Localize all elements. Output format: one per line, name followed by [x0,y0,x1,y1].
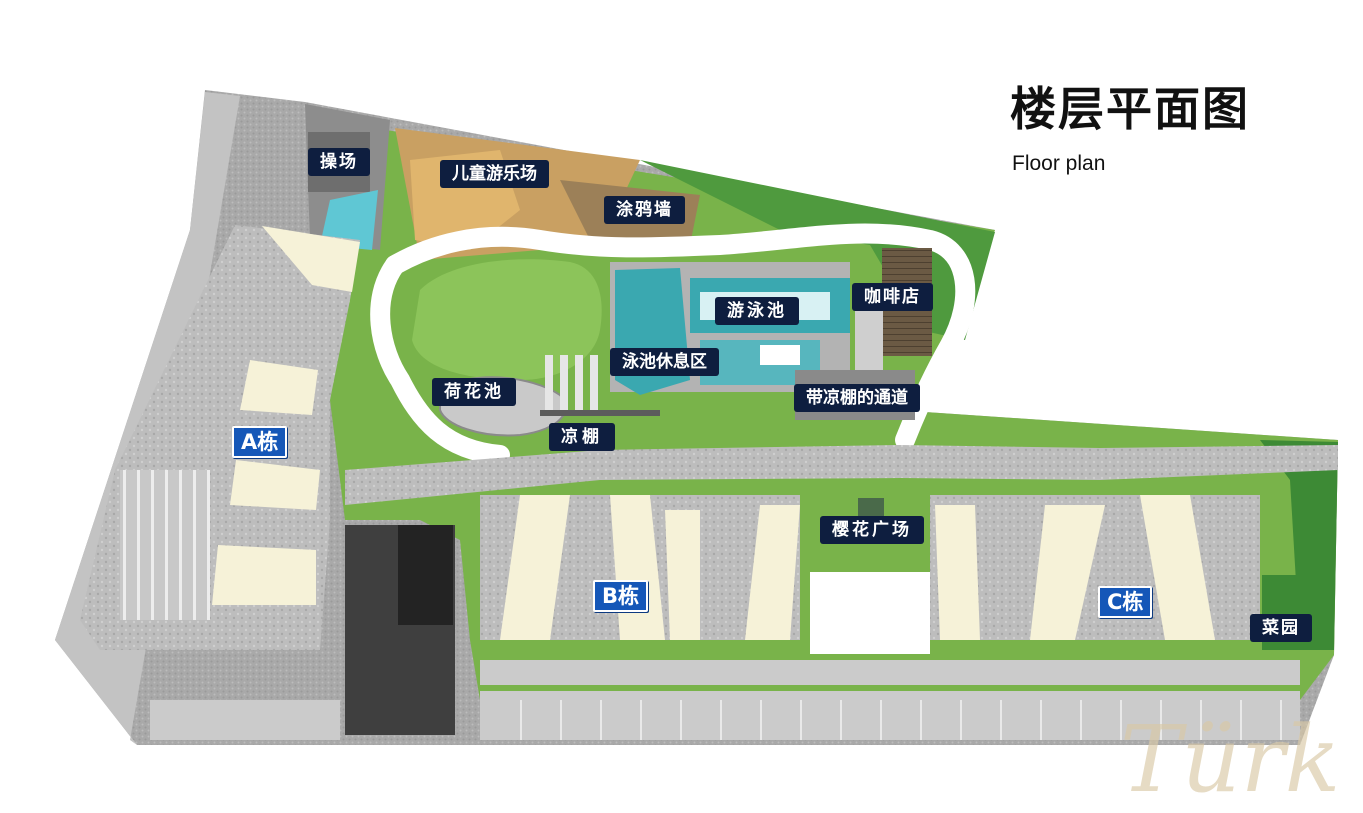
building-a-cream-3 [230,460,320,510]
building-a-cream-2 [240,360,318,415]
winding-path-west [370,255,510,465]
label-lotus-pond: 荷花池 [432,378,516,406]
label-pavilion: 凉棚 [549,423,615,451]
watermark-logo: Türk [1120,706,1341,813]
building-b-cream-3 [665,510,700,640]
sakura-plaza-court [810,572,930,654]
label-garden: 菜园 [1250,614,1312,642]
play-court [320,190,378,250]
label-graffiti: 涂鸦墙 [604,196,685,224]
winding-path [385,223,976,450]
label-building-c: C栋 [1098,586,1153,618]
parking-strip-west [150,700,340,740]
parking-dividers [520,700,1282,740]
building-a-stripes [120,470,210,620]
building-a-cream-1 [262,226,360,292]
label-sakura-plaza: 樱花广场 [820,516,924,544]
label-playground: 操场 [308,148,370,176]
label-pool: 游泳池 [715,297,799,325]
label-covered-walkway: 带凉棚的通道 [794,384,920,412]
inner-lawn [412,259,602,380]
label-cafe: 咖啡店 [852,283,933,311]
label-building-b: B栋 [593,580,649,612]
cafe-deck [855,300,883,370]
page-subtitle: Floor plan [1012,152,1106,175]
entrance-ramp [398,525,453,625]
building-c-cream-3 [1140,495,1215,640]
building-b-cream-1 [500,495,570,640]
building-b-cream-4 [745,505,800,640]
promenade [345,445,1338,505]
pavilion-structure [540,355,660,416]
building-c-cream-2 [1030,505,1105,640]
building-a-cream-4 [212,545,316,605]
label-pool-lounge: 泳池休息区 [610,348,719,376]
parking-strip [480,660,1300,740]
pool-steps [760,345,800,365]
green-hedge [480,685,1300,691]
label-kids-play: 儿童游乐场 [440,160,549,188]
building-c-cream-1 [935,505,980,640]
label-building-a: A栋 [232,426,288,458]
page-title: 楼层平面图 [1010,82,1250,136]
